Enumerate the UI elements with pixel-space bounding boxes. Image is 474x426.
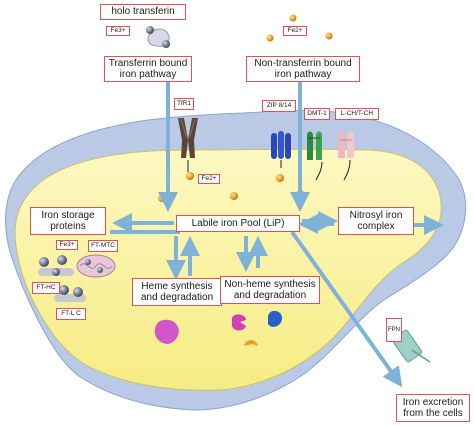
zip-label: ZIP 8/14 — [262, 100, 296, 112]
ft-hc-label: FT-HC — [32, 282, 60, 294]
lch-tch-channel-icon — [338, 131, 354, 158]
dmt1-transporter-icon — [307, 131, 322, 160]
ferritin-hc-icon — [38, 255, 74, 276]
fpn-label: FPN — [386, 318, 402, 342]
excretion-label: Iron excretion from the cells — [396, 394, 470, 422]
ft-mtc-label: FT-MTC — [88, 240, 118, 252]
flow-arrows — [110, 80, 444, 388]
zip-transporter-icon — [271, 131, 291, 159]
fe2-label-inside: Fe2+ — [198, 174, 220, 184]
tfr1-label: TfR1 — [174, 98, 194, 110]
fe2-label-top: Fe2+ — [283, 26, 307, 36]
nonheme-product-icons — [232, 310, 282, 346]
nitrosyl-label: Nitrosyl iron complex — [338, 207, 414, 235]
iron-storage-label: Iron storage proteins — [30, 207, 106, 235]
lch-tch-label: L-CH/T-CH — [335, 108, 379, 120]
non-transferrin-pathway-label: Non-transferrin bound iron pathway — [246, 56, 360, 82]
ft-lc-label: FT-L C — [56, 308, 86, 320]
heme-product-icon — [154, 319, 179, 344]
ferritin-mtc-icon — [76, 254, 116, 278]
nonheme-label: Non-heme synthesis and degradation — [220, 276, 320, 304]
holo-transferrin-label: holo transferin — [100, 4, 186, 20]
dmt1-label: DMT-1 — [304, 108, 330, 120]
heme-label: Heme synthesis and degradation — [132, 278, 222, 306]
ferritin-lc-icon — [54, 285, 86, 302]
tfr1-receptor-icon — [178, 118, 198, 158]
transport-arrows — [187, 159, 351, 181]
fe3-label-top: Fe3+ — [106, 26, 130, 36]
holo-transferrin-icon — [146, 26, 170, 48]
lip-label: Labile iron Pool (LiP) — [176, 215, 300, 232]
fe3-label-storage: Fe3+ — [56, 240, 78, 250]
transferrin-pathway-label: Transferrin bound iron pathway — [104, 56, 192, 82]
